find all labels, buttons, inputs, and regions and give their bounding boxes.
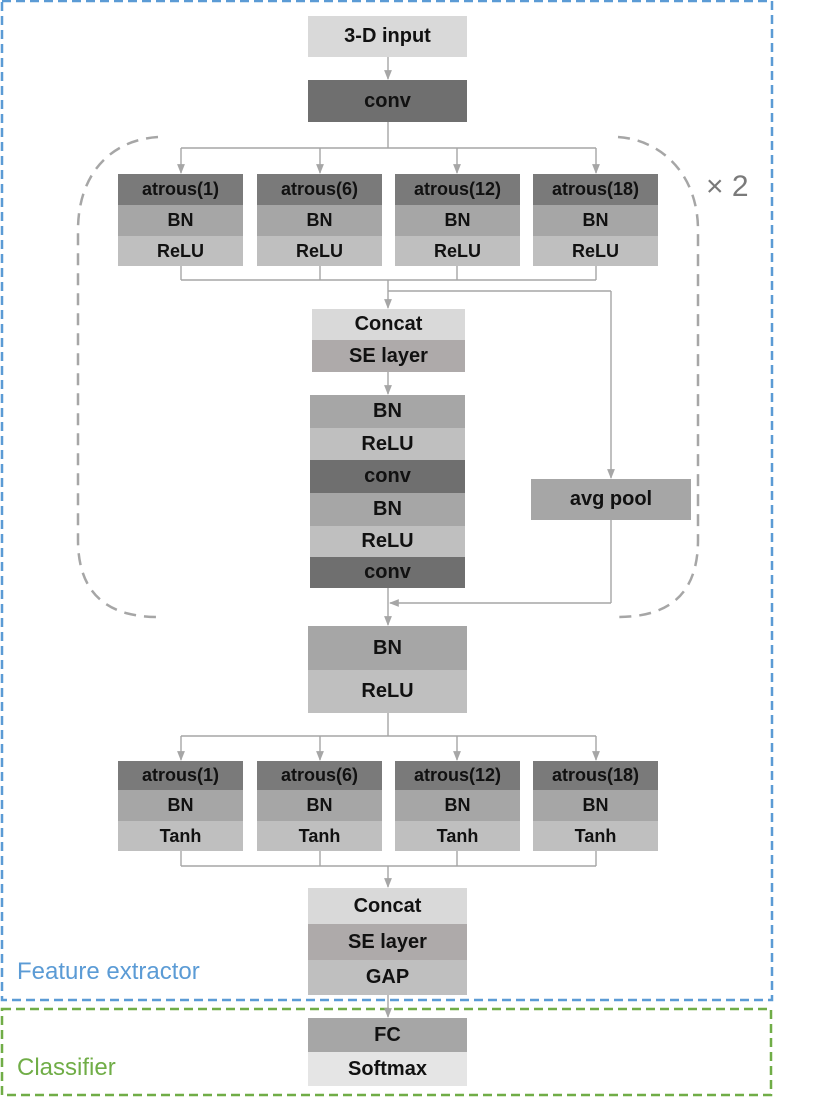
feature-extractor-label: Feature extractor (17, 958, 200, 985)
branch1-atrous-18: atrous(18) (533, 174, 658, 205)
branch2-tanh-2: Tanh (257, 821, 382, 851)
input-block: 3-D input (308, 16, 467, 57)
branch2-tanh-1: Tanh (118, 821, 243, 851)
se-layer-block-2: SE layer (308, 924, 467, 960)
branch1-bn-3: BN (395, 205, 520, 236)
branch2-atrous-6: atrous(6) (257, 761, 382, 790)
branch2-bn-2: BN (257, 790, 382, 821)
branch1-relu-3: ReLU (395, 236, 520, 266)
softmax-block: Softmax (308, 1052, 467, 1086)
connectors (177, 57, 615, 1018)
mid-relu-2: ReLU (310, 526, 465, 557)
repeat-count-label: × 2 (706, 170, 749, 203)
branch2-atrous-12: atrous(12) (395, 761, 520, 790)
branch2-atrous-1: atrous(1) (118, 761, 243, 790)
feature-extractor-region (0, 0, 774, 1002)
branch1-atrous-1: atrous(1) (118, 174, 243, 205)
concat-block-1: Concat (312, 309, 465, 340)
mid-conv-2: conv (310, 557, 465, 588)
gap-block: GAP (308, 960, 467, 995)
branch1-bn-2: BN (257, 205, 382, 236)
repeat-loop (76, 135, 700, 619)
branch1-relu-2: ReLU (257, 236, 382, 266)
mid-relu-1: ReLU (310, 428, 465, 460)
mid-bn-2: BN (310, 493, 465, 526)
branch1-atrous-6: atrous(6) (257, 174, 382, 205)
fc-block: FC (308, 1018, 467, 1052)
branch2-bn-4: BN (533, 790, 658, 821)
post-bn-block: BN (308, 626, 467, 670)
branch1-bn-1: BN (118, 205, 243, 236)
se-layer-block-1: SE layer (312, 340, 465, 372)
mid-bn-1: BN (310, 395, 465, 428)
branch2-atrous-18: atrous(18) (533, 761, 658, 790)
branch1-relu-1: ReLU (118, 236, 243, 266)
branch1-atrous-12: atrous(12) (395, 174, 520, 205)
branch2-bn-3: BN (395, 790, 520, 821)
post-relu-block: ReLU (308, 670, 467, 713)
branch2-tanh-3: Tanh (395, 821, 520, 851)
branch1-bn-4: BN (533, 205, 658, 236)
conv-top-block: conv (308, 80, 467, 122)
mid-conv-1: conv (310, 460, 465, 493)
branch1-relu-4: ReLU (533, 236, 658, 266)
concat-block-2: Concat (308, 888, 467, 924)
branch2-bn-1: BN (118, 790, 243, 821)
branch2-tanh-4: Tanh (533, 821, 658, 851)
classifier-label: Classifier (17, 1054, 116, 1081)
avg-pool-block: avg pool (531, 479, 691, 520)
